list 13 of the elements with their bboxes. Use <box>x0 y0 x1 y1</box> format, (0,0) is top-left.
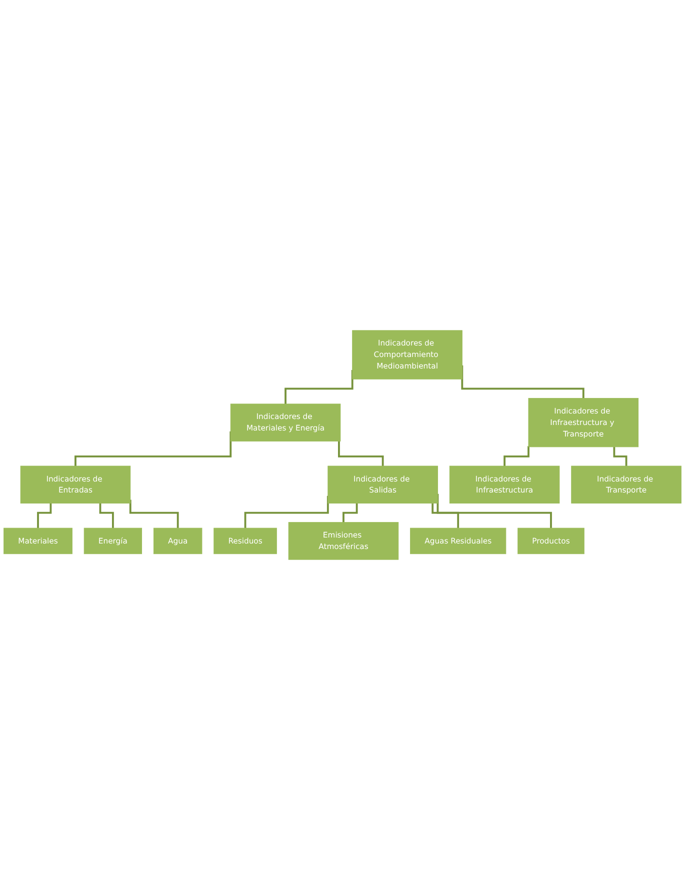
connector <box>37 503 52 530</box>
connector <box>436 494 552 530</box>
connector <box>244 496 329 530</box>
connector <box>504 446 530 467</box>
connector <box>461 365 584 400</box>
connector <box>99 503 114 530</box>
connector <box>613 446 628 467</box>
connector <box>338 441 384 467</box>
connector <box>129 500 179 530</box>
connector <box>74 431 232 467</box>
connector <box>342 503 358 524</box>
connector <box>284 370 354 405</box>
connector <box>432 503 460 530</box>
